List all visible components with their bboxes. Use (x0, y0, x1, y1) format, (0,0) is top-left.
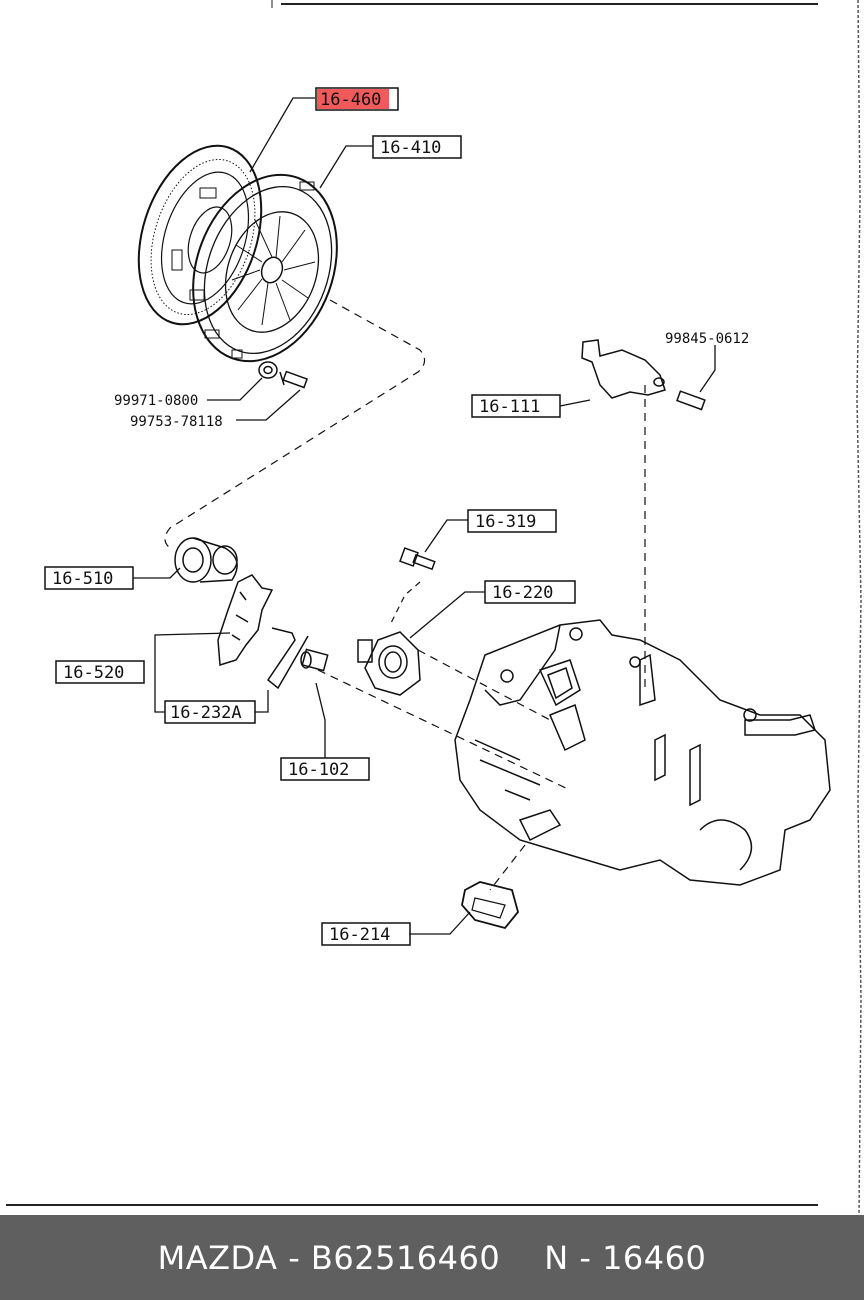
bracket-16-111-drawing (581, 339, 706, 411)
callout-label: 16-214 (329, 925, 390, 945)
part-number-99753-78118[interactable]: 99753-78118 (130, 414, 223, 430)
callout-label: 16-510 (52, 569, 113, 589)
callout-box (164, 700, 256, 724)
callout-box (467, 509, 557, 533)
footer-bar: MAZDA - B62516460 N - 16460 (0, 1215, 864, 1300)
pivot-ball-drawing (300, 648, 329, 672)
callout-label: 16-319 (475, 512, 536, 532)
highlight-marker (317, 89, 389, 109)
callout-label: 16-410 (380, 138, 441, 158)
callout-box (55, 660, 145, 684)
callout-label: 16-220 (492, 583, 553, 603)
release-bearing-drawing (174, 537, 238, 583)
callout-box (315, 87, 399, 111)
callout-box (471, 394, 561, 418)
callout-16-214[interactable]: 16-214 (321, 922, 411, 946)
footer-part-number: N - 16460 (544, 1238, 707, 1277)
dashed-assembly-line-1 (164, 299, 426, 549)
part-number-99971-0800[interactable]: 99971-0800 (114, 393, 198, 409)
callout-box (321, 922, 411, 946)
callout-box (372, 135, 462, 159)
right-edge (856, 0, 862, 1215)
callout-16-220[interactable]: 16-220 (484, 580, 576, 604)
release-fork-drawing (217, 574, 274, 666)
mount-16-214-drawing (461, 881, 519, 930)
dashed-assembly-line-4 (317, 669, 571, 791)
callout-16-520[interactable]: 16-520 (55, 660, 145, 684)
transmission-drawing (454, 619, 831, 886)
callout-16-111[interactable]: 16-111 (471, 394, 561, 418)
callout-16-460[interactable]: 16-460 (315, 87, 399, 111)
dashed-assembly-line-3 (417, 649, 551, 721)
parts-diagram: 16-460 16-410 16-111 16-319 16-510 16-22… (6, 0, 862, 1215)
callout-16-410[interactable]: 16-410 (372, 135, 462, 159)
callout-label: 16-102 (288, 760, 349, 780)
footer-part-code: MAZDA - B62516460 (157, 1238, 501, 1277)
callout-label: 16-232A (170, 703, 242, 723)
callout-16-510[interactable]: 16-510 (44, 566, 134, 590)
callout-box (44, 566, 134, 590)
bearing-guide-drawing (357, 631, 421, 696)
leader-lines (133, 97, 716, 935)
callout-label: 16-460 (320, 90, 381, 110)
callout-box (280, 757, 370, 781)
callout-16-319[interactable]: 16-319 (467, 509, 557, 533)
callout-16-102[interactable]: 16-102 (280, 757, 370, 781)
washer-bolt-drawing (258, 361, 309, 389)
bolt-16-319-drawing (399, 547, 436, 571)
callout-box (484, 580, 576, 604)
dashed-assembly-line-6 (489, 844, 526, 891)
callout-label: 16-520 (63, 663, 124, 683)
spring-clip-drawing (266, 627, 309, 690)
part-number-99845-0612[interactable]: 99845-0612 (665, 331, 749, 347)
callout-16-232A[interactable]: 16-232A (164, 700, 256, 724)
dashed-assembly-line-2 (389, 581, 421, 626)
pressure-plate-drawing (192, 173, 338, 363)
callout-label: 16-111 (479, 397, 540, 417)
clutch-disc-drawing (137, 144, 263, 326)
